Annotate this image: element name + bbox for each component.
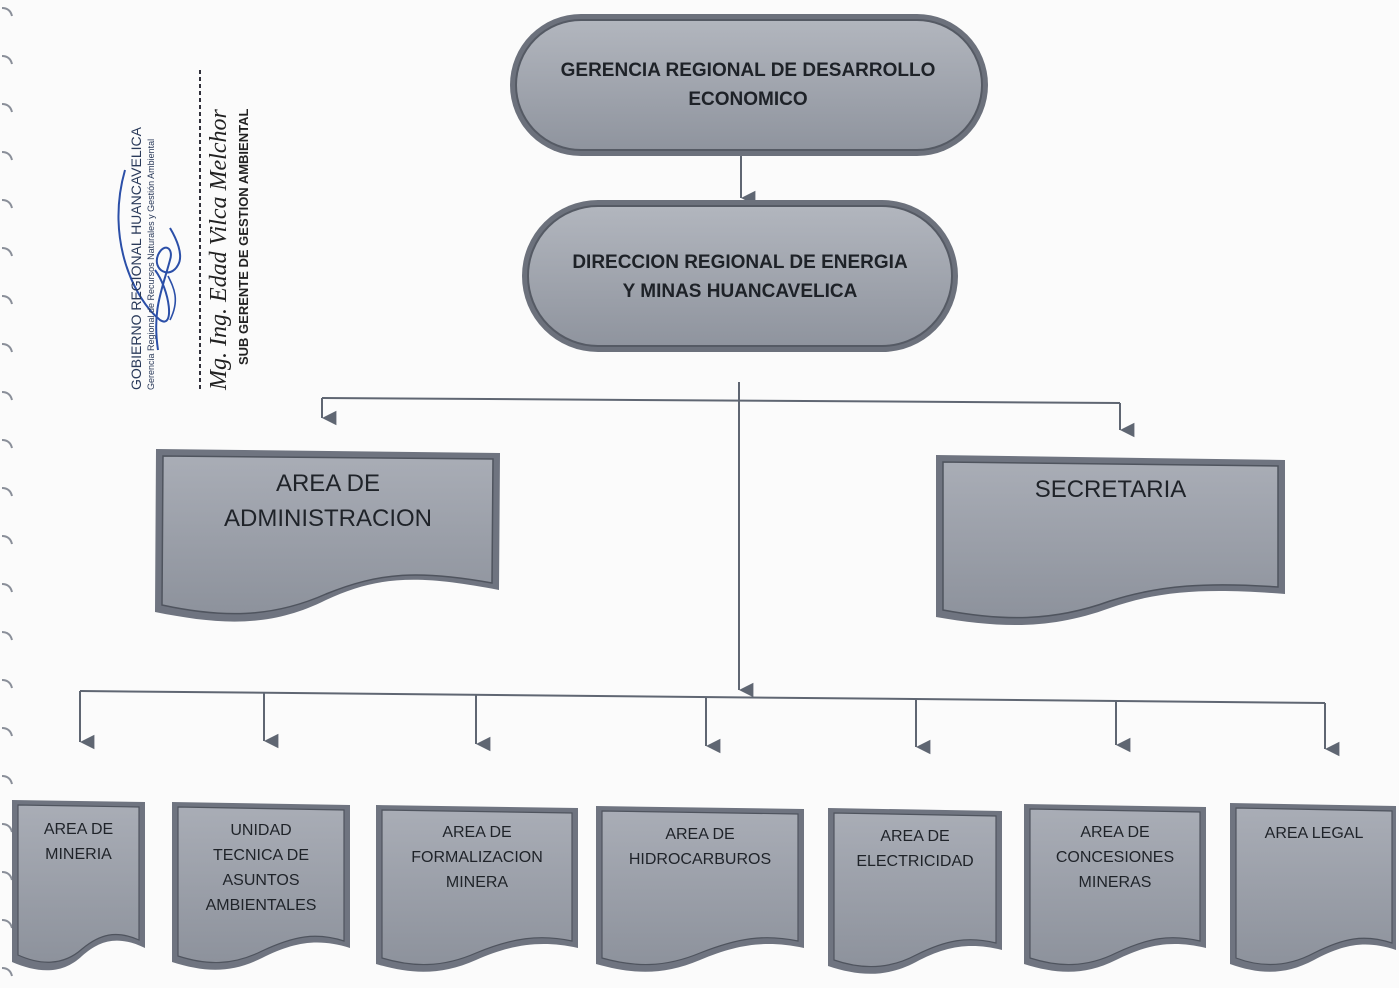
area-5-line-2: MINERAS [1078, 874, 1152, 891]
direccion-label: DIRECCION REGIONAL DE ENERGIA Y MINAS HU… [540, 232, 940, 322]
secretaria-line-1: SECRETARIA [1034, 476, 1187, 503]
area-label-6: AREA LEGAL [1236, 821, 1392, 846]
area-label-2: AREA DE FORMALIZACION MINERA [382, 820, 572, 895]
gerencia-node [510, 14, 988, 156]
area-2-line-0: AREA DE [442, 824, 512, 841]
gerencia-line-2: ECONOMICO [688, 89, 808, 110]
area-ambientales-node [172, 802, 350, 970]
area-4-line-1: ELECTRICIDAD [856, 853, 974, 870]
area-label-0: AREA DE MINERIA [18, 817, 139, 867]
admin-line-2: ADMINISTRACION [223, 505, 432, 532]
area-2-line-1: FORMALIZACION [411, 849, 543, 866]
stamp-name: Mg. Ing. Edad Vilca Melchor [206, 109, 232, 390]
area-label-4: AREA DE ELECTRICIDAD [834, 824, 996, 874]
area-hidrocarburos-node [596, 806, 804, 972]
direccion-node [522, 200, 958, 352]
direccion-line-1: DIRECCION REGIONAL DE ENERGIA [572, 252, 908, 273]
area-label-5: AREA DE CONCESIONES MINERAS [1030, 820, 1200, 895]
stamp-sub: Gerencia Regional de Recursos Naturales … [146, 138, 156, 390]
area-1-line-0: UNIDAD [230, 822, 292, 839]
stamp-title: SUB GERENTE DE GESTION AMBIENTAL [236, 108, 251, 365]
area-minieria-node [12, 800, 145, 971]
area-6-line-0: AREA LEGAL [1264, 825, 1364, 842]
secretaria-label: SECRETARIA [943, 472, 1278, 507]
gerencia-line-1: GERENCIA REGIONAL DE DESARROLLO [560, 60, 936, 81]
area-5-line-1: CONCESIONES [1055, 849, 1175, 866]
area-label-1: UNIDAD TECNICA DE ASUNTOS AMBIENTALES [178, 818, 344, 918]
area-3-line-1: HIDROCARBUROS [628, 851, 772, 868]
stamp-org: GOBIERNO REGIONAL HUANCAVELICA [128, 127, 144, 390]
area-label-3: AREA DE HIDROCARBUROS [602, 822, 798, 872]
admin-node [155, 449, 500, 622]
binder-edge [1, 7, 13, 977]
official-stamp: GOBIERNO REGIONAL HUANCAVELICA Gerencia … [100, 60, 270, 400]
area-5-line-0: AREA DE [1080, 824, 1150, 841]
secretaria-node [936, 455, 1285, 626]
area-concesiones-node [1024, 804, 1206, 972]
area-1-line-3: AMBIENTALES [205, 897, 317, 914]
area-1-line-1: TECNICA DE [212, 847, 309, 864]
signature-mark [117, 70, 201, 390]
admin-line-1: AREA DE [275, 470, 381, 497]
connectors [79, 382, 1340, 757]
area-1-line-2: ASUNTOS [222, 872, 300, 889]
area-0-line-0: AREA DE [43, 821, 114, 838]
area-2-line-2: MINERA [445, 874, 509, 891]
area-formalizacion-node [376, 805, 578, 972]
area-electricidad-node [828, 808, 1002, 974]
direccion-line-2: Y MINAS HUANCAVELICA [622, 281, 858, 302]
area-3-line-0: AREA DE [665, 826, 735, 843]
area-4-line-0: AREA DE [880, 828, 950, 845]
area-legal-node [1230, 803, 1396, 972]
gerencia-label: GERENCIA REGIONAL DE DESARROLLO ECONOMIC… [528, 40, 968, 130]
admin-label: AREA DE ADMINISTRACION [163, 466, 493, 536]
area-0-line-1: MINERIA [45, 846, 112, 863]
